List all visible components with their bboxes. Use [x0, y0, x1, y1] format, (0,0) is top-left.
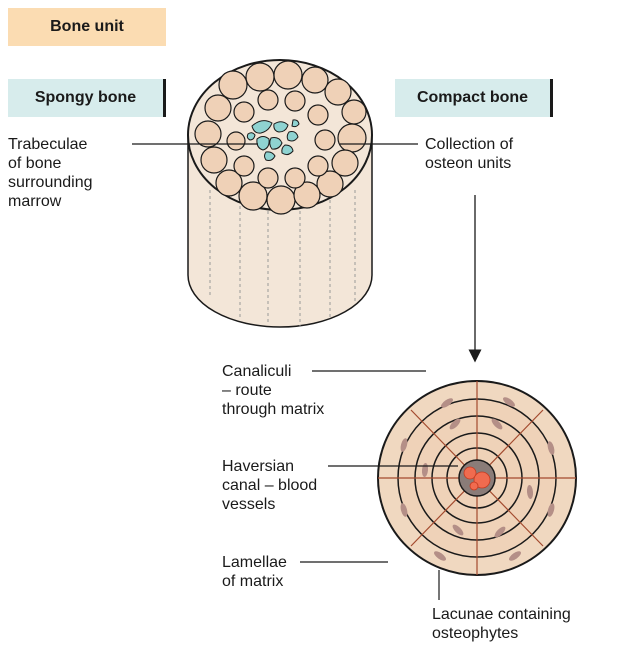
- osteon-circle-26: [227, 132, 245, 150]
- osteon-circle-5: [325, 79, 351, 105]
- bone-cylinder: [188, 60, 372, 327]
- blood-vessel-3: [470, 482, 478, 490]
- haversian-label: Haversian canal – blood vessels: [222, 457, 317, 514]
- osteon-circle-6: [205, 95, 231, 121]
- canaliculi-label: Canaliculi – route through matrix: [222, 362, 324, 419]
- osteon-cross-section: [378, 381, 576, 575]
- osteon-circle-9: [338, 124, 366, 152]
- osteon-circle-19: [285, 91, 305, 111]
- osteon-circle-7: [342, 100, 366, 124]
- osteon-circle-4: [302, 67, 328, 93]
- osteon-circle-8: [195, 121, 221, 147]
- lacunae-label: Lacunae containing osteophytes: [432, 605, 571, 643]
- osteon-circle-18: [258, 90, 278, 110]
- osteon-circle-24: [258, 168, 278, 188]
- osteon-circle-15: [267, 186, 295, 214]
- trabeculae-label: Trabeculae of bone surrounding marrow: [8, 135, 93, 211]
- osteon-circle-20: [308, 105, 328, 125]
- osteon-circle-23: [285, 168, 305, 188]
- osteon-circle-17: [234, 102, 254, 122]
- osteon-circle-1: [219, 71, 247, 99]
- osteon-circle-25: [234, 156, 254, 176]
- lamellae-label: Lamellae of matrix: [222, 553, 287, 591]
- osteon-circle-21: [315, 130, 335, 150]
- osteon-circle-22: [308, 156, 328, 176]
- osteon-collection-label: Collection of osteon units: [425, 135, 513, 173]
- osteon-circle-10: [201, 147, 227, 173]
- osteon-circle-2: [246, 63, 274, 91]
- osteon-circle-3: [274, 61, 302, 89]
